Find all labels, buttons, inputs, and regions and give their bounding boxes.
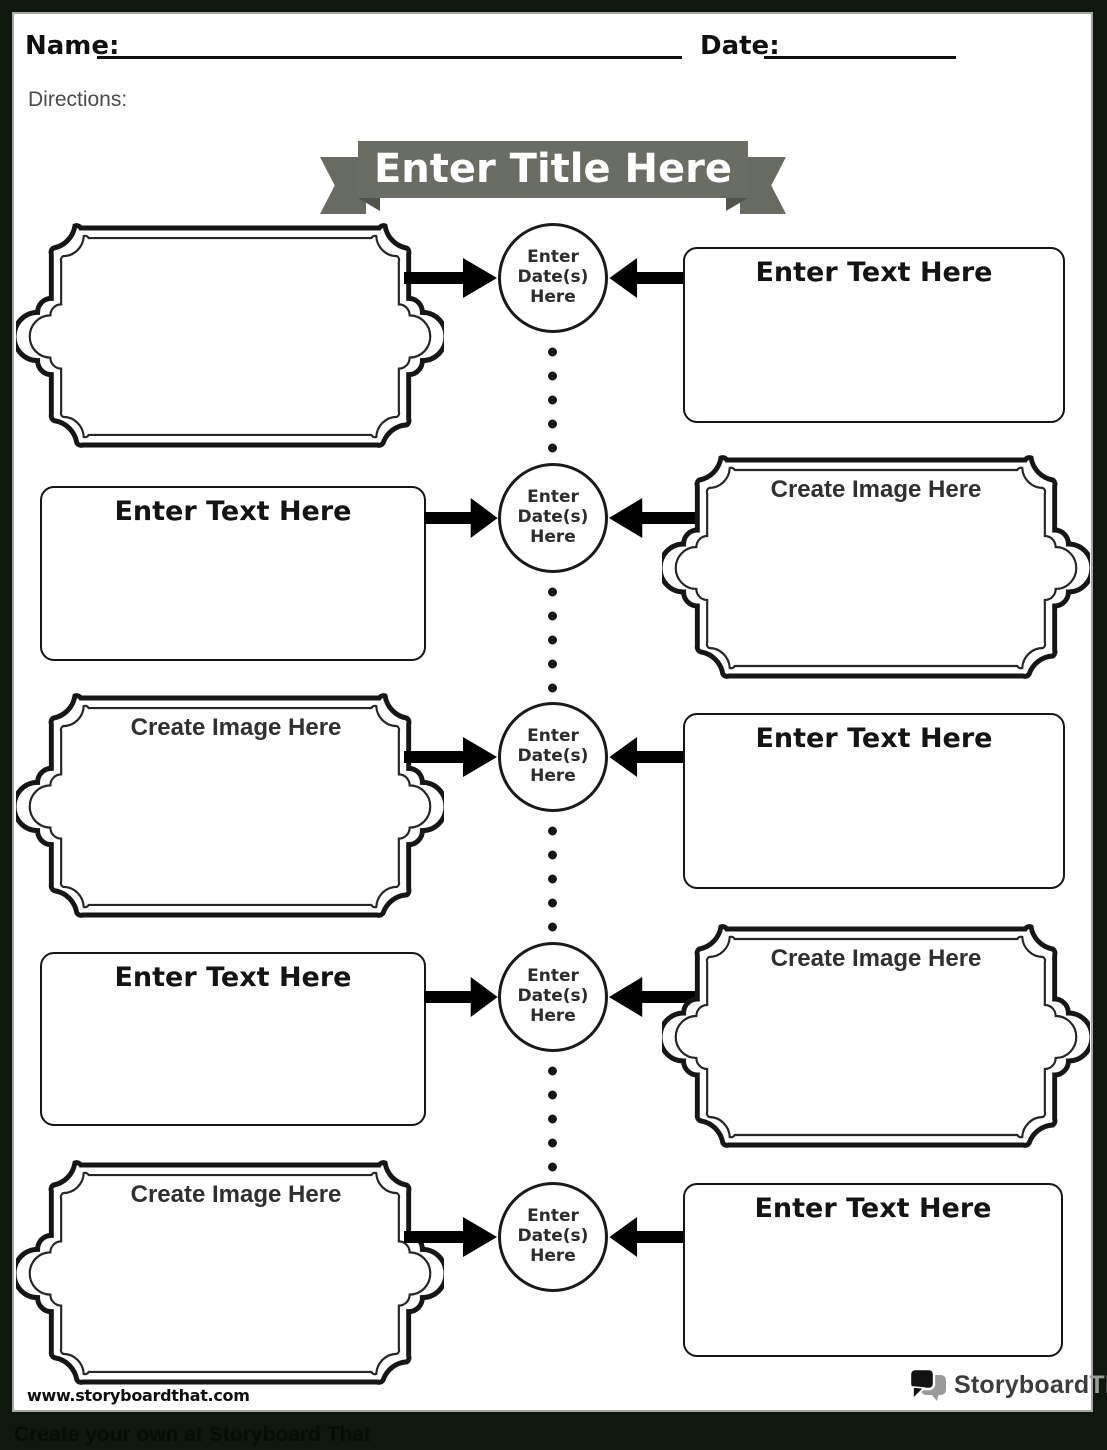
title-banner[interactable]: Enter Title Here xyxy=(320,141,786,214)
logo-text-primary: Storyboard xyxy=(954,1370,1090,1399)
image-frame-label: Create Image Here xyxy=(770,476,982,503)
name-input-line[interactable] xyxy=(97,56,682,59)
footer-tagline: Create your own at Storyboard That xyxy=(14,1423,372,1446)
title-placeholder[interactable]: Enter Title Here xyxy=(358,141,748,198)
date-circle-3[interactable]: Enter Date(s) Here xyxy=(498,702,608,812)
text-box-row2-left[interactable]: Enter Text Here xyxy=(40,486,426,661)
speech-bubbles-icon xyxy=(908,1367,946,1401)
arrow-right-icon xyxy=(404,1217,497,1257)
date-circle-2[interactable]: Enter Date(s) Here xyxy=(498,463,608,573)
text-box-row3-right[interactable]: Enter Text Here xyxy=(683,713,1065,889)
directions-label: Directions: xyxy=(28,88,128,111)
arrow-right-icon xyxy=(404,737,497,777)
date-circle-5[interactable]: Enter Date(s) Here xyxy=(498,1182,608,1292)
image-frame-label: Create Image Here xyxy=(130,1181,342,1208)
image-frame-label: Create Image Here xyxy=(770,945,982,972)
text-box-label: Enter Text Here xyxy=(114,496,352,527)
text-box-label: Enter Text Here xyxy=(755,723,993,754)
text-box-label: Enter Text Here xyxy=(754,1193,992,1224)
website-url: www.storyboardthat.com xyxy=(27,1386,250,1405)
arrow-right-icon xyxy=(424,498,498,538)
logo-text-secondary: That xyxy=(1089,1370,1107,1399)
timeline-dotted-connector xyxy=(548,1059,557,1176)
text-box-label: Enter Text Here xyxy=(755,257,993,288)
text-box-row1-right[interactable]: Enter Text Here xyxy=(683,247,1065,423)
timeline-dotted-connector xyxy=(548,819,557,936)
image-frame-label: Create Image Here xyxy=(130,714,342,741)
arrow-left-icon xyxy=(609,737,685,777)
arrow-left-icon xyxy=(609,258,685,298)
arrow-left-icon xyxy=(609,1217,685,1257)
date-circle-1[interactable]: Enter Date(s) Here xyxy=(498,223,608,333)
timeline-dotted-connector xyxy=(548,580,557,697)
text-box-row5-right[interactable]: Enter Text Here xyxy=(683,1183,1063,1357)
date-circle-4[interactable]: Enter Date(s) Here xyxy=(498,942,608,1052)
arrow-right-icon xyxy=(404,258,497,298)
text-box-label: Enter Text Here xyxy=(114,962,352,993)
arrow-right-icon xyxy=(424,977,498,1017)
date-input-line[interactable] xyxy=(764,56,956,59)
image-frame-row1-left[interactable] xyxy=(16,222,444,451)
timeline-dotted-connector xyxy=(548,340,557,457)
text-box-row4-left[interactable]: Enter Text Here xyxy=(40,952,426,1126)
